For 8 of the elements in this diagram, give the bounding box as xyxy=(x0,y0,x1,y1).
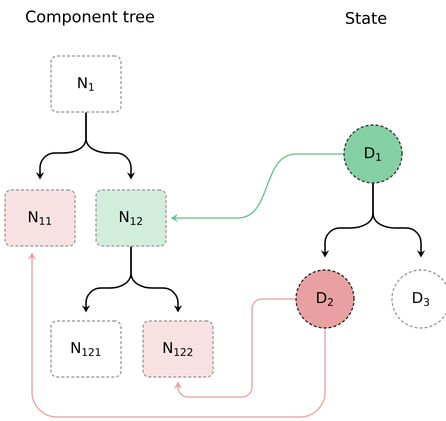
heading: Component tree xyxy=(26,10,154,26)
component-box: N$_{122}$ xyxy=(142,320,214,378)
component-box: N$_{121}$ xyxy=(50,320,122,378)
arrow xyxy=(174,298,296,398)
component-box: N$_{1}$ xyxy=(50,55,122,113)
component-box: N$_{11}$ xyxy=(4,189,76,247)
component-box: N$_{12}$ xyxy=(95,189,167,247)
heading: State xyxy=(346,12,386,24)
